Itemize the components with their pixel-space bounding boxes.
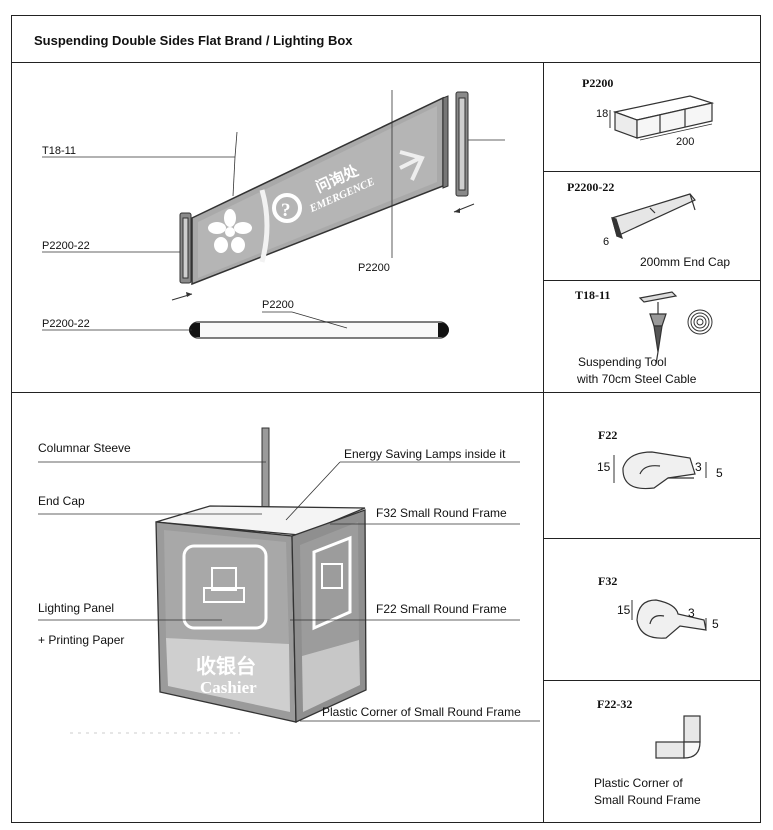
p2200-dim-height: 18 xyxy=(596,108,609,120)
divider-r2 xyxy=(543,280,761,281)
divider-title xyxy=(11,62,761,63)
page-title: Suspending Double Sides Flat Brand / Lig… xyxy=(34,33,353,48)
svg-text:?: ? xyxy=(281,200,291,221)
f22-32-caption-1: Plastic Corner of xyxy=(594,776,683,790)
f22-dim-2: 3 xyxy=(695,460,702,474)
label-f22-frame: F22 Small Round Frame xyxy=(376,602,507,616)
divider-middle xyxy=(11,392,761,393)
label-plastic-corner: Plastic Corner of Small Round Frame xyxy=(322,705,521,719)
label-f32-frame: F32 Small Round Frame xyxy=(376,506,507,520)
label-p2200-bar: P2200 xyxy=(262,299,294,311)
divider-r3 xyxy=(543,538,761,539)
p2200-dim-width: 200 xyxy=(676,136,695,148)
question-icon xyxy=(272,193,302,223)
p2200-profile-drawing xyxy=(612,95,715,139)
cashier-icon-side xyxy=(312,535,352,631)
label-lighting-panel: Lighting Panel xyxy=(38,601,115,615)
t18-11-caption-2: with 70cm Steel Cable xyxy=(577,372,697,386)
label-p2200-22-lower: P2200-22 xyxy=(42,318,90,330)
f32-frame-drawing xyxy=(636,599,707,639)
p2200-22-dim: 6 xyxy=(603,236,610,248)
box-sign-english: Cashier xyxy=(200,678,257,697)
part-code-f32: F32 xyxy=(598,574,618,588)
cashier-icon-front xyxy=(182,544,268,630)
divider-right-column xyxy=(543,62,544,823)
divider-r4 xyxy=(543,680,761,681)
columnar-pole xyxy=(261,427,270,519)
f22-32-caption-2: Small Round Frame xyxy=(594,793,701,807)
f22-32-corner-drawing xyxy=(655,715,701,759)
end-cap-right xyxy=(455,91,469,197)
label-end-cap: End Cap xyxy=(38,494,85,508)
label-printing-paper: + Printing Paper xyxy=(38,633,125,647)
steel-cable-coil-icon xyxy=(687,309,713,335)
divider-r1 xyxy=(543,171,761,172)
part-code-f22: F22 xyxy=(598,428,618,442)
diagram-frame xyxy=(11,15,761,823)
part-code-t18-11: T18-11 xyxy=(575,288,611,302)
box-top-face xyxy=(155,505,366,536)
end-cap-left xyxy=(179,212,192,284)
f32-dim-3: 5 xyxy=(712,617,719,631)
f32-dim-1: 15 xyxy=(617,603,631,617)
t18-11-caption-1: Suspending Tool xyxy=(578,355,667,369)
label-t18-11: T18-11 xyxy=(42,145,77,157)
t18-11-tool-drawing xyxy=(638,291,678,365)
part-code-p2200: P2200 xyxy=(582,76,614,90)
label-p2200-sign: P2200 xyxy=(358,262,390,274)
f22-dim-3: 5 xyxy=(716,466,723,480)
f22-dim-1: 15 xyxy=(597,460,611,474)
p2200-22-drawing xyxy=(611,193,696,240)
box-sign-chinese: 收银台 xyxy=(196,656,256,678)
part-code-f22-32: F22-32 xyxy=(597,697,633,711)
p2200-22-caption: 200mm End Cap xyxy=(640,255,731,269)
label-p2200-22-upper: P2200-22 xyxy=(42,240,90,252)
part-code-p2200-22: P2200-22 xyxy=(567,180,615,194)
flower-logo-icon xyxy=(208,209,252,253)
label-energy-lamps: Energy Saving Lamps inside it xyxy=(344,447,506,461)
arrow-mark-icon xyxy=(399,150,425,181)
f32-dim-2: 3 xyxy=(688,606,695,620)
f22-frame-drawing xyxy=(622,451,696,490)
label-columnar-steeve: Columnar Steeve xyxy=(38,441,131,455)
